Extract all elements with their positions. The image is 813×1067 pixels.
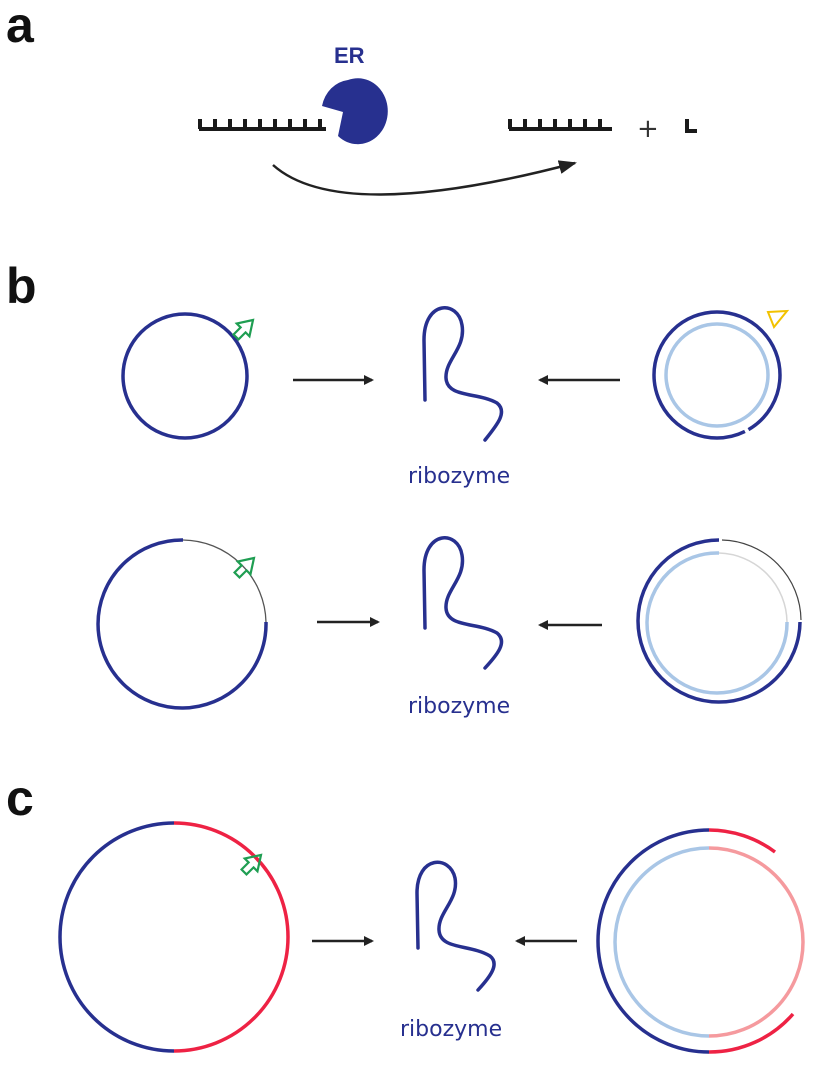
cleavage-site-arrow-icon (239, 853, 263, 877)
panel-letter-a: a (6, 0, 35, 53)
ribozyme-label: ribozyme (408, 694, 510, 719)
substrate-strand (198, 119, 326, 131)
panel-a: a ER + (6, 0, 697, 196)
outer-strand-red-bottom (708, 1012, 795, 1054)
product-strand (508, 119, 612, 131)
panel-b: b ribozyme ribozyme (6, 258, 802, 719)
ribozyme-label: ribozyme (408, 464, 510, 489)
circular-rna (121, 312, 249, 440)
panel-c: c ribozyme (6, 770, 805, 1054)
double-strand-outer-gray (721, 539, 802, 621)
ribozyme-shape (422, 536, 504, 670)
outer-strand-blue (596, 828, 710, 1054)
circular-rna-segment-gray (182, 539, 267, 623)
released-nucleotide (685, 119, 697, 133)
double-strand-inner (664, 322, 770, 428)
double-strand-outer (652, 310, 782, 440)
ribozyme-shape (415, 860, 496, 992)
enzyme-pacman-icon (322, 78, 388, 145)
ribozyme-shape (422, 306, 504, 442)
yellow-triangle-icon (766, 309, 790, 329)
circular-rna-left-half (58, 821, 175, 1053)
panel-letter-c: c (6, 770, 34, 826)
double-strand-outer-main (636, 538, 802, 704)
enzyme-label: ER (334, 43, 365, 68)
circular-rna-segment-main (96, 538, 268, 710)
circular-rna-right-half (173, 821, 290, 1053)
inner-strand-light-blue (613, 846, 710, 1038)
plus-sign: + (637, 114, 659, 144)
panel-b-row-1: ribozyme (121, 306, 790, 489)
double-strand-inner-main (645, 551, 789, 695)
cleavage-site-arrow-icon (231, 318, 255, 342)
outer-strand-red-top (708, 828, 777, 854)
double-strand-inner-gray (718, 552, 788, 623)
cleavage-site-arrow-icon (232, 556, 256, 580)
reaction-arrow (272, 160, 577, 196)
inner-strand-pink (708, 846, 805, 1038)
panel-b-row-2: ribozyme (96, 536, 802, 719)
panel-letter-b: b (6, 258, 37, 314)
ribozyme-label: ribozyme (400, 1017, 502, 1042)
